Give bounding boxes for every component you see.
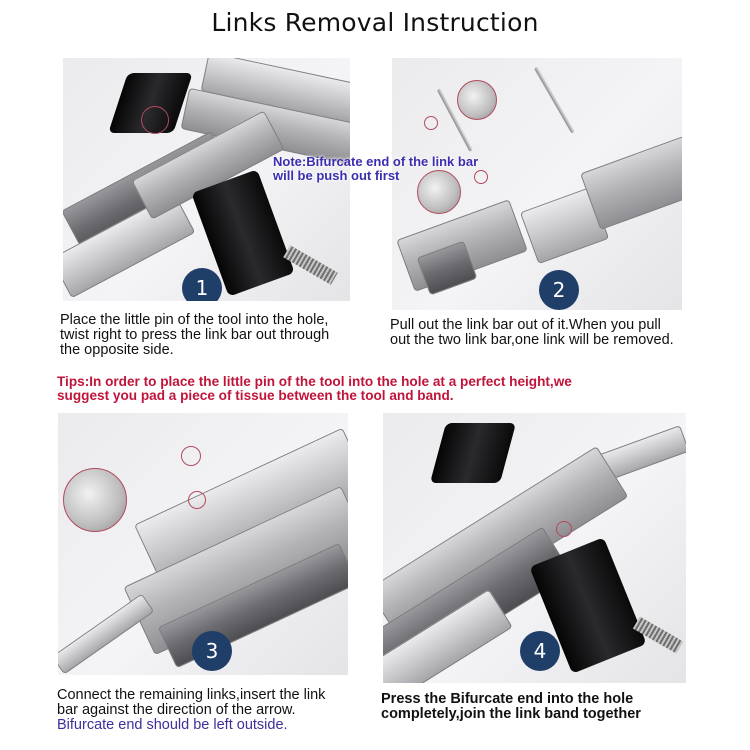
page-title: Links Removal Instruction bbox=[211, 8, 539, 37]
note-line: will be push out first bbox=[273, 168, 400, 183]
highlight-circle bbox=[141, 106, 169, 134]
clasp bbox=[58, 593, 155, 675]
note-line: Note:Bifurcate end of the link bar bbox=[273, 154, 479, 169]
step-number-badge: 2 bbox=[539, 270, 579, 310]
pin-detail-circle bbox=[417, 170, 461, 214]
highlight-circle bbox=[181, 446, 201, 466]
link-pin bbox=[534, 66, 575, 134]
caption-line: Connect the remaining links,insert the l… bbox=[57, 687, 326, 703]
step-1-caption: Place the little pin of the tool into th… bbox=[60, 313, 365, 358]
tips-line: Tips:In order to place the little pin of… bbox=[57, 374, 572, 389]
step-number-badge: 3 bbox=[192, 631, 232, 671]
caption-line: out the two link bar,one link will be re… bbox=[390, 332, 674, 348]
tips-text: Tips:In order to place the little pin of… bbox=[57, 375, 717, 403]
tips-line: suggest you pad a piece of tissue betwee… bbox=[57, 388, 454, 403]
caption-line: Place the little pin of the tool into th… bbox=[60, 312, 329, 328]
pin-detail-circle bbox=[63, 468, 127, 532]
band-link bbox=[580, 135, 682, 231]
step-4-image: 4 bbox=[383, 413, 686, 683]
highlight-circle bbox=[474, 170, 488, 184]
step-number-badge: 4 bbox=[520, 631, 560, 671]
highlight-circle bbox=[188, 491, 206, 509]
step-3-caption: Connect the remaining links,insert the l… bbox=[57, 688, 377, 733]
caption-line: Press the Bifurcate end into the hole bbox=[381, 691, 634, 707]
caption-highlight-line: Bifurcate end should be left outside. bbox=[57, 717, 288, 733]
link-tool-top-jaw bbox=[429, 423, 517, 483]
step-number-badge: 1 bbox=[182, 268, 222, 301]
caption-line: bar against the direction of the arrow. bbox=[57, 702, 296, 718]
step-3-image: 3 bbox=[58, 413, 348, 675]
highlight-circle bbox=[556, 521, 572, 537]
step-1-image: 1 bbox=[63, 58, 350, 301]
highlight-circle bbox=[424, 116, 438, 130]
step-2-image: 2 bbox=[392, 58, 682, 310]
caption-line: completely,join the link band together bbox=[381, 706, 641, 722]
pin-detail-circle bbox=[457, 80, 497, 120]
caption-line: twist right to press the link bar out th… bbox=[60, 327, 330, 343]
step-4-caption: Press the Bifurcate end into the hole co… bbox=[381, 692, 721, 722]
caption-line: the opposite side. bbox=[60, 342, 174, 358]
step-2-caption: Pull out the link bar out of it.When you… bbox=[390, 318, 710, 348]
note-text: Note:Bifurcate end of the link bar will … bbox=[273, 155, 478, 183]
caption-line: Pull out the link bar out of it.When you… bbox=[390, 317, 661, 333]
